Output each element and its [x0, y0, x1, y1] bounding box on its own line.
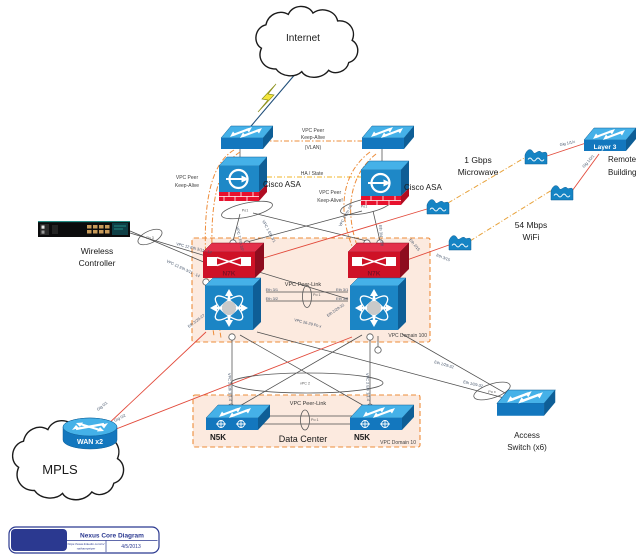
asa-right-label: Cisco ASA: [404, 183, 442, 192]
internet-cloud[interactable]: Internet: [256, 6, 358, 77]
port-label: Gig 1/0/1: [581, 154, 595, 169]
n5k-switch-right[interactable]: [350, 405, 414, 430]
link-labels: VPC Peer Keep-Alive (VLAN) HA / State VP…: [146, 128, 547, 422]
remote-building-label-2: Building: [608, 168, 636, 177]
peer-link-core-label: VPC Peer-Link: [285, 282, 322, 288]
asa-firewall-left[interactable]: [217, 155, 269, 203]
asa-firewall-right[interactable]: [359, 159, 411, 207]
title-block-url-2: nathanrpeiper: [77, 547, 96, 551]
title-block[interactable]: Nexus Core Diagram https://www.linkedin.…: [8, 526, 160, 554]
mpls-label: MPLS: [42, 462, 78, 477]
n7k-switch-left[interactable]: [202, 242, 265, 332]
port-label: Gig 0/1: [96, 400, 109, 412]
keepalive-vlan-2: Keep-Alive: [301, 135, 325, 141]
port-label: Eth 3/2: [266, 296, 278, 301]
keepalive-left-1: VPC Peer: [176, 175, 199, 181]
title-block-date: 4/5/2013: [121, 544, 141, 550]
port-label: Eth 3/4 - 3/8: [378, 225, 385, 247]
title-block-title: Nexus Core Diagram: [80, 533, 144, 540]
wireless-controller-label-2: Controller: [79, 258, 116, 268]
port-label: Gig 0/2: [113, 413, 126, 423]
title-block-url-1: https://www.linkedin.com/in/: [68, 542, 105, 546]
port-label: Eth 3/15: [436, 252, 451, 262]
po1-core-label: Po 1: [313, 293, 321, 297]
n5k-left-label: N5K: [210, 433, 226, 442]
layer3-remote-switch[interactable]: Layer 3: [583, 127, 637, 151]
microwave-label-1: 1 Gbps: [464, 155, 491, 165]
port-label: VPC 26-29 Po x: [294, 317, 322, 329]
keepalive-right-1: VPC Peer: [319, 190, 342, 196]
po1-dc-label: Po 1: [311, 418, 319, 422]
zone-label: VPC Domain 100: [388, 333, 427, 339]
microwave-label-2: Microwave: [458, 167, 499, 177]
port-label: VPC 2 Eth 1/1-4: [227, 373, 233, 402]
n5k-right-label: N5K: [354, 433, 370, 442]
port-label: Eth 1/29-32: [434, 359, 455, 369]
po3-label: Po 3: [146, 236, 154, 240]
peer-link-dc-label: VPC Peer-Link: [290, 401, 327, 407]
remote-building-label-1: Remote: [608, 155, 637, 164]
port-channel-ellipses: [137, 196, 511, 431]
port-label: Eth 3/1: [336, 287, 348, 292]
lightning-bolt-icon: [257, 83, 277, 113]
edge-switch-right[interactable]: [362, 126, 414, 149]
wireless-controller-device[interactable]: [38, 221, 130, 237]
access-switch-label-1: Access: [514, 431, 540, 440]
port-label: VPC 7 Eth 3/7: [235, 226, 245, 251]
wifi-label-1: 54 Mbps: [515, 220, 548, 230]
keepalive-left-2: Keep-Alive: [175, 183, 199, 189]
port-label: VPC 8 Eth 3/8: [337, 203, 353, 227]
vpc2-label: vPC 2: [300, 382, 310, 386]
n7k-switch-right[interactable]: [347, 242, 410, 332]
port-label: Eth 1/29-32: [463, 379, 484, 388]
asa-left-label: Cisco ASA: [263, 180, 301, 189]
wan-router[interactable]: WAN x2: [62, 417, 118, 450]
port-label: VPC 2 Eth 1/1-4: [365, 373, 371, 402]
wireless-bridge-a[interactable]: [524, 149, 548, 165]
n5k-switch-left[interactable]: [206, 405, 270, 430]
po1-left-label: Po1: [242, 209, 249, 213]
ha-state-label: HA / State: [301, 171, 324, 177]
keepalive-right-2: Keep-Alive!: [317, 198, 343, 204]
port-label: Eth 3/1: [266, 287, 278, 292]
pox-label: Po x: [488, 390, 496, 394]
wan-router-label: WAN x2: [77, 439, 103, 446]
access-switch[interactable]: [497, 390, 555, 416]
title-block-logo: [11, 529, 67, 551]
edge-switch-left[interactable]: [221, 126, 273, 149]
port-label: Eth 3/2: [336, 296, 348, 301]
wireless-controller-label-1: Wireless: [81, 246, 114, 256]
wireless-bridge-b[interactable]: [426, 199, 450, 215]
access-switch-label-2: Switch (x6): [507, 443, 547, 452]
zone-label: VPC Domain 10: [380, 440, 416, 446]
data-center-label: Data Center: [279, 434, 328, 444]
po1-right-label: Po1: [361, 205, 368, 209]
keepalive-vlan-3: (VLAN): [305, 145, 322, 151]
wireless-bridge-c[interactable]: [550, 185, 574, 201]
internet-label: Internet: [286, 33, 320, 44]
keepalive-vlan-1: VPC Peer: [302, 128, 325, 134]
wifi-label-2: WiFi: [523, 232, 540, 242]
port-label: Gig 1/1/x: [559, 139, 575, 147]
layer3-label: Layer 3: [594, 144, 617, 151]
wireless-bridge-d[interactable]: [448, 235, 472, 251]
